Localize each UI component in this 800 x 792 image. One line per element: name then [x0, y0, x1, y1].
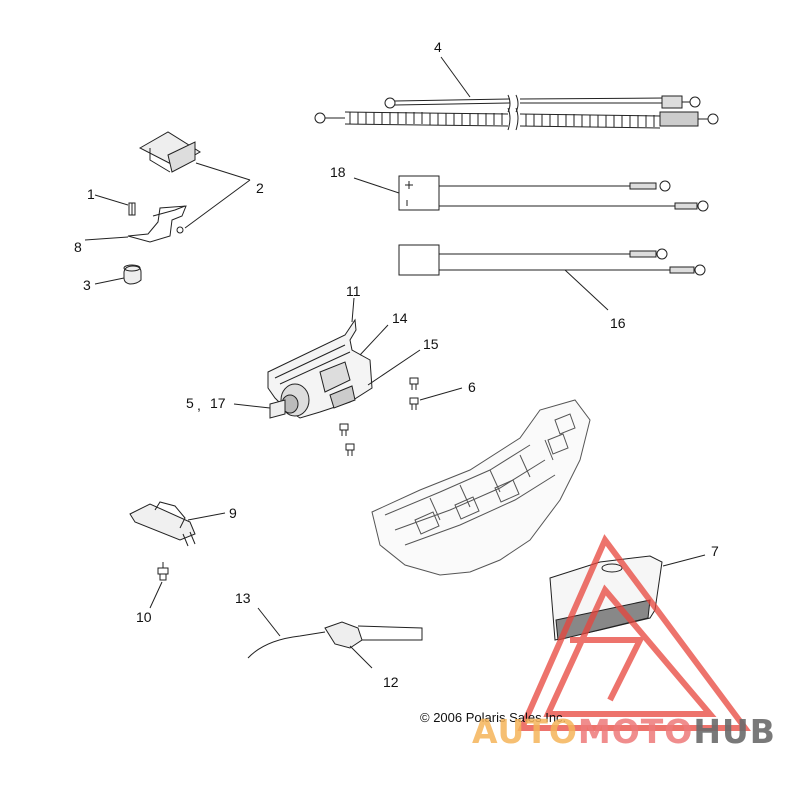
callout-9: 9 [229, 505, 237, 521]
callout-16: 16 [610, 315, 626, 331]
headlight-assembly [234, 298, 462, 456]
harness-18 [354, 176, 708, 211]
harness-16 [399, 245, 705, 310]
callout-6: 6 [468, 379, 476, 395]
callout-13: 13 [235, 590, 251, 606]
callout-12: 12 [383, 674, 399, 690]
watermark-text: AUTOMOTOHUB [472, 712, 776, 751]
front-bumper [372, 400, 590, 575]
callout-15: 15 [423, 336, 439, 352]
callout-17: 17 [210, 395, 226, 411]
copyright-notice: © 2006 Polaris Sales Inc. [420, 710, 567, 725]
callout-10: 10 [136, 609, 152, 625]
callout-8: 8 [74, 239, 82, 255]
callout-2: 2 [256, 180, 264, 196]
callout-3: 3 [83, 277, 91, 293]
callout-5: 5 [186, 395, 194, 411]
watermark-part-1: AUTO [472, 712, 578, 751]
switch-assembly [130, 502, 225, 608]
callout-1: 1 [87, 186, 95, 202]
callout-11: 11 [346, 283, 361, 299]
callout-5-separator: , [197, 397, 201, 413]
bracket-assembly [85, 195, 186, 284]
callout-18: 18 [330, 164, 346, 180]
watermark-part-3: HUB [693, 712, 776, 751]
watermark-part-2: MOTO [577, 712, 694, 751]
callout-14: 14 [392, 310, 408, 326]
callout-4: 4 [434, 39, 442, 55]
battery-cable-assembly [315, 57, 718, 130]
cable-assembly [248, 608, 422, 668]
relay-module [140, 132, 250, 233]
callout-7: 7 [711, 543, 719, 559]
watermark-logo [522, 540, 745, 728]
